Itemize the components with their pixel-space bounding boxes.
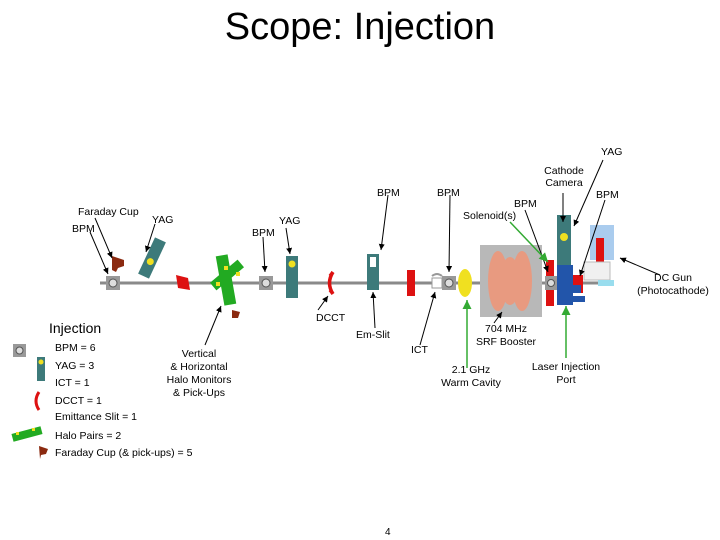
bpm-icon-4 (545, 276, 557, 290)
legend-item-emittance-slit: Emittance Slit = 1 (55, 411, 137, 423)
label-yag-left: YAG (152, 214, 174, 226)
legend-dcct-icon (34, 391, 41, 411)
legend-item-faraday-cup: Faraday Cup (& pick-ups) = 5 (55, 447, 193, 459)
bpm-icon-3 (442, 276, 456, 290)
label-dc-gun-1: DC Gun (654, 272, 692, 284)
pointer-em-slit (370, 291, 377, 329)
label-faraday-cup: Faraday Cup (78, 206, 139, 218)
pointer-faraday (94, 217, 113, 259)
pointer-yag-mid (285, 227, 293, 255)
pointer-dc-gun (619, 257, 661, 276)
label-srf-2: SRF Booster (475, 336, 537, 348)
label-bpm-2: BPM (437, 187, 460, 199)
label-bpm-4: BPM (596, 189, 619, 201)
pointer-bpm-2 (446, 194, 453, 273)
label-laser-2: Port (556, 374, 576, 386)
ict-icon (431, 273, 443, 289)
label-cathode-camera-2: Camera (545, 177, 583, 189)
bpm-icon-2 (259, 276, 273, 290)
label-cavity-1: 2.1 GHz (451, 364, 491, 376)
label-yag-mid: YAG (279, 215, 301, 227)
dc-gun-icon (557, 225, 614, 305)
pointer-solenoids (509, 221, 549, 263)
label-bpm-mid: BPM (252, 227, 275, 239)
pointer-bpm-1 (378, 194, 389, 251)
label-yag-top: YAG (601, 146, 623, 158)
yag-icon-1 (138, 237, 166, 279)
label-cathode-camera-1: Cathode (544, 165, 584, 177)
legend-item-bpm: BPM = 6 (55, 342, 96, 354)
label-bpm-left: BPM (72, 223, 95, 235)
label-bpm-3: BPM (514, 198, 537, 210)
legend-faraday-cup-icon (39, 446, 48, 459)
pointer-bpm-4 (579, 199, 606, 277)
legend-item-dcct: DCCT = 1 (55, 395, 102, 407)
solenoid-1 (546, 260, 554, 276)
halo-monitor-icon (209, 254, 245, 306)
srf-booster-icon (480, 245, 542, 317)
legend-item-halo-pairs: Halo Pairs = 2 (55, 430, 122, 442)
label-em-slit: Em-Slit (356, 329, 390, 341)
pointer-yag-left (144, 223, 156, 253)
pointer-halo (204, 305, 222, 346)
pointer-bpm-left (89, 231, 109, 275)
label-halo-1: Vertical (181, 348, 217, 360)
slide-title: Scope: Injection (224, 6, 496, 48)
pointer-srf (493, 311, 503, 324)
label-cavity-2: Warm Cavity (441, 377, 501, 389)
solenoid-2 (546, 290, 554, 306)
legend-halo-icon (11, 426, 43, 442)
legend-title: Injection (49, 320, 102, 336)
yag-icon-2 (286, 256, 298, 298)
page-number: 4 (385, 527, 391, 538)
pointer-dcct (317, 295, 329, 311)
pointer-bpm-mid (261, 236, 268, 273)
pointer-yag-top (573, 159, 604, 227)
label-halo-2: & Horizontal (170, 361, 228, 373)
label-laser-1: Laser Injection (531, 361, 601, 373)
label-srf-1: 704 MHz (484, 323, 527, 335)
faraday-cup-icon (112, 256, 124, 272)
legend-bpm-icon (13, 344, 26, 357)
em-slit-icon (367, 254, 379, 290)
legend-item-ict: ICT = 1 (55, 377, 90, 389)
cathode-yag-icon (557, 215, 571, 265)
pointer-ict (419, 291, 437, 346)
faraday-cup-icon-2 (232, 310, 240, 318)
warm-cavity-icon (458, 269, 472, 297)
label-bpm-1: BPM (377, 187, 400, 199)
legend-yag-icon (37, 357, 45, 381)
dipole-magnet (176, 275, 190, 290)
label-dcct: DCCT (316, 312, 346, 324)
label-halo-4: & Pick-Ups (173, 387, 225, 399)
label-halo-3: Halo Monitors (166, 374, 232, 386)
legend-item-yag: YAG = 3 (55, 360, 95, 372)
bpm-icon-1 (106, 276, 120, 290)
label-solenoids: Solenoid(s) (463, 210, 517, 222)
dcct-icon (327, 270, 335, 296)
label-ict: ICT (411, 344, 428, 356)
quadrupole-magnet-1 (407, 270, 415, 296)
label-dc-gun-2: (Photocathode) (637, 285, 709, 297)
